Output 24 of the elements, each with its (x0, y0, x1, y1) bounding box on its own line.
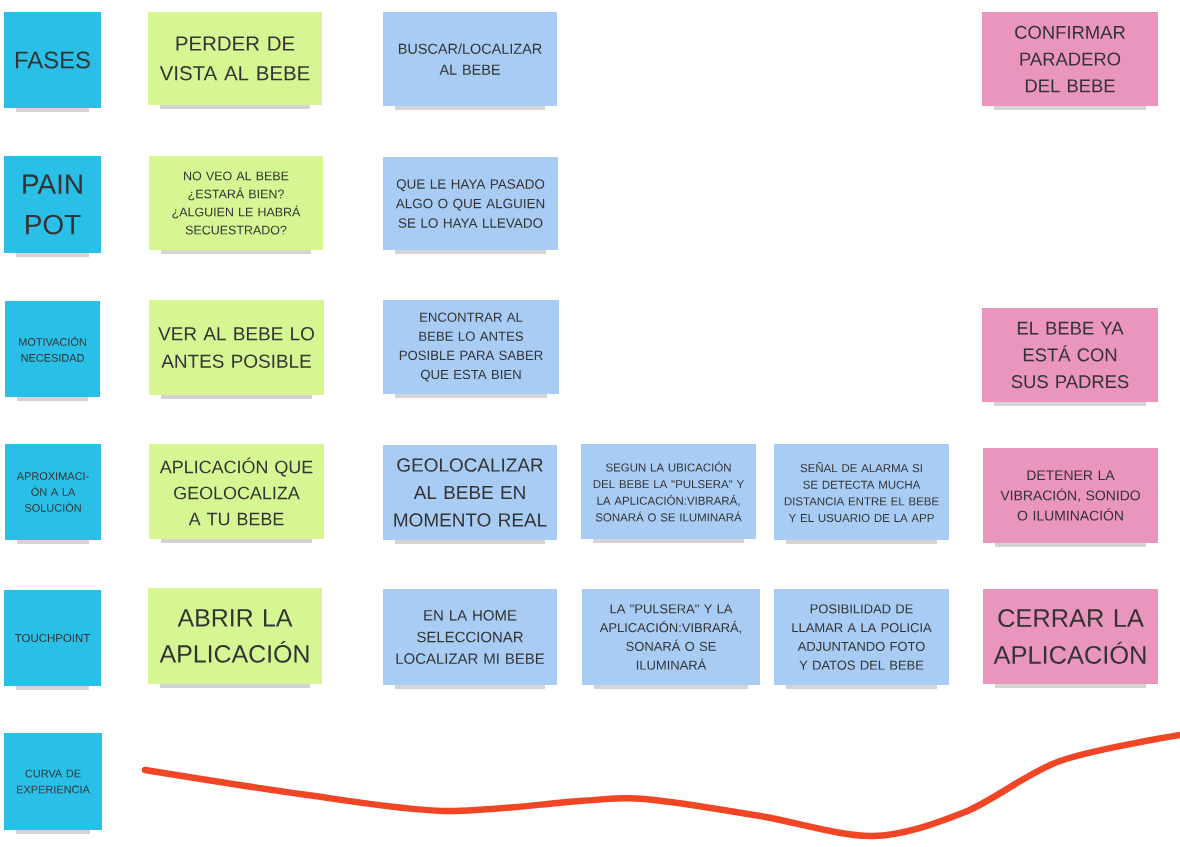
sticky-note: APROXIMACI-ÓN A LA SOLUCIÓN (5, 444, 101, 544)
sticky-note: QUE LE HAYA PASADO ALGO O QUE ALGUIEN SE LO HAYA LLEVADO (383, 157, 558, 254)
sticky-note: SEGUN LA UBICACIÓN DEL BEBE LA "PULSERA" Y LA APLICACIÓN:VIBRARÁ, SONARÁ O SE ILUMINARÁ (581, 444, 756, 543)
sticky-note: DETENER LA VIBRACIÓN, SONIDO O ILUMINACIÓN (983, 448, 1158, 547)
sticky-note: CONFIRMAR PARADERO DEL BEBE (982, 12, 1158, 110)
sticky-note: ENCONTRAR AL BEBE LO ANTES POSIBLE PARA SABER QUE ESTA BIEN (383, 300, 559, 398)
sticky-note: POSIBILIDAD DE LLAMAR A LA POLICIA ADJUNTANDO FOTO Y DATOS DEL BEBE (774, 589, 949, 689)
sticky-note: PERDER DE VISTA AL BEBE (148, 12, 322, 109)
sticky-note: BUSCAR/LOCALIZAR AL BEBE (383, 12, 557, 110)
sticky-note: EN LA HOME SELECCIONAR LOCALIZAR MI BEBE (383, 589, 557, 689)
sticky-note: ABRIR LA APLICACIÓN (148, 588, 322, 688)
sticky-note: CERRAR LA APLICACIÓN (983, 589, 1158, 688)
sticky-note: LA "PULSERA" Y LA APLICACIÓN:VIBRARÁ, SONARÁ O SE ILUMINARÁ (582, 589, 760, 689)
sticky-note: CURVA DE EXPERIENCIA (4, 733, 102, 834)
sticky-note: FASES (4, 12, 101, 112)
sticky-note: VER AL BEBE LO ANTES POSIBLE (149, 300, 324, 399)
sticky-note: SEÑAL DE ALARMA SI SE DETECTA MUCHA DISTANCIA ENTRE EL BEBE Y EL USUARIO DE LA APP (774, 444, 949, 544)
sticky-note: NO VEO AL BEBE ¿ESTARÁ BIEN? ¿ALGUIEN LE HABRÁ SECUESTRADO? (149, 156, 323, 254)
sticky-note: MOTIVACIÓN NECESIDAD (5, 301, 100, 401)
sticky-note: TOUCHPOINT (4, 590, 101, 690)
sticky-note: EL BEBE YA ESTÁ CON SUS PADRES (982, 308, 1158, 406)
sticky-note: PAIN POT (4, 156, 101, 257)
sticky-note: GEOLOCALIZAR AL BEBE EN MOMENTO REAL (383, 445, 557, 544)
sticky-note: APLICACIÓN QUE GEOLOCALIZA A TU BEBE (149, 444, 324, 543)
